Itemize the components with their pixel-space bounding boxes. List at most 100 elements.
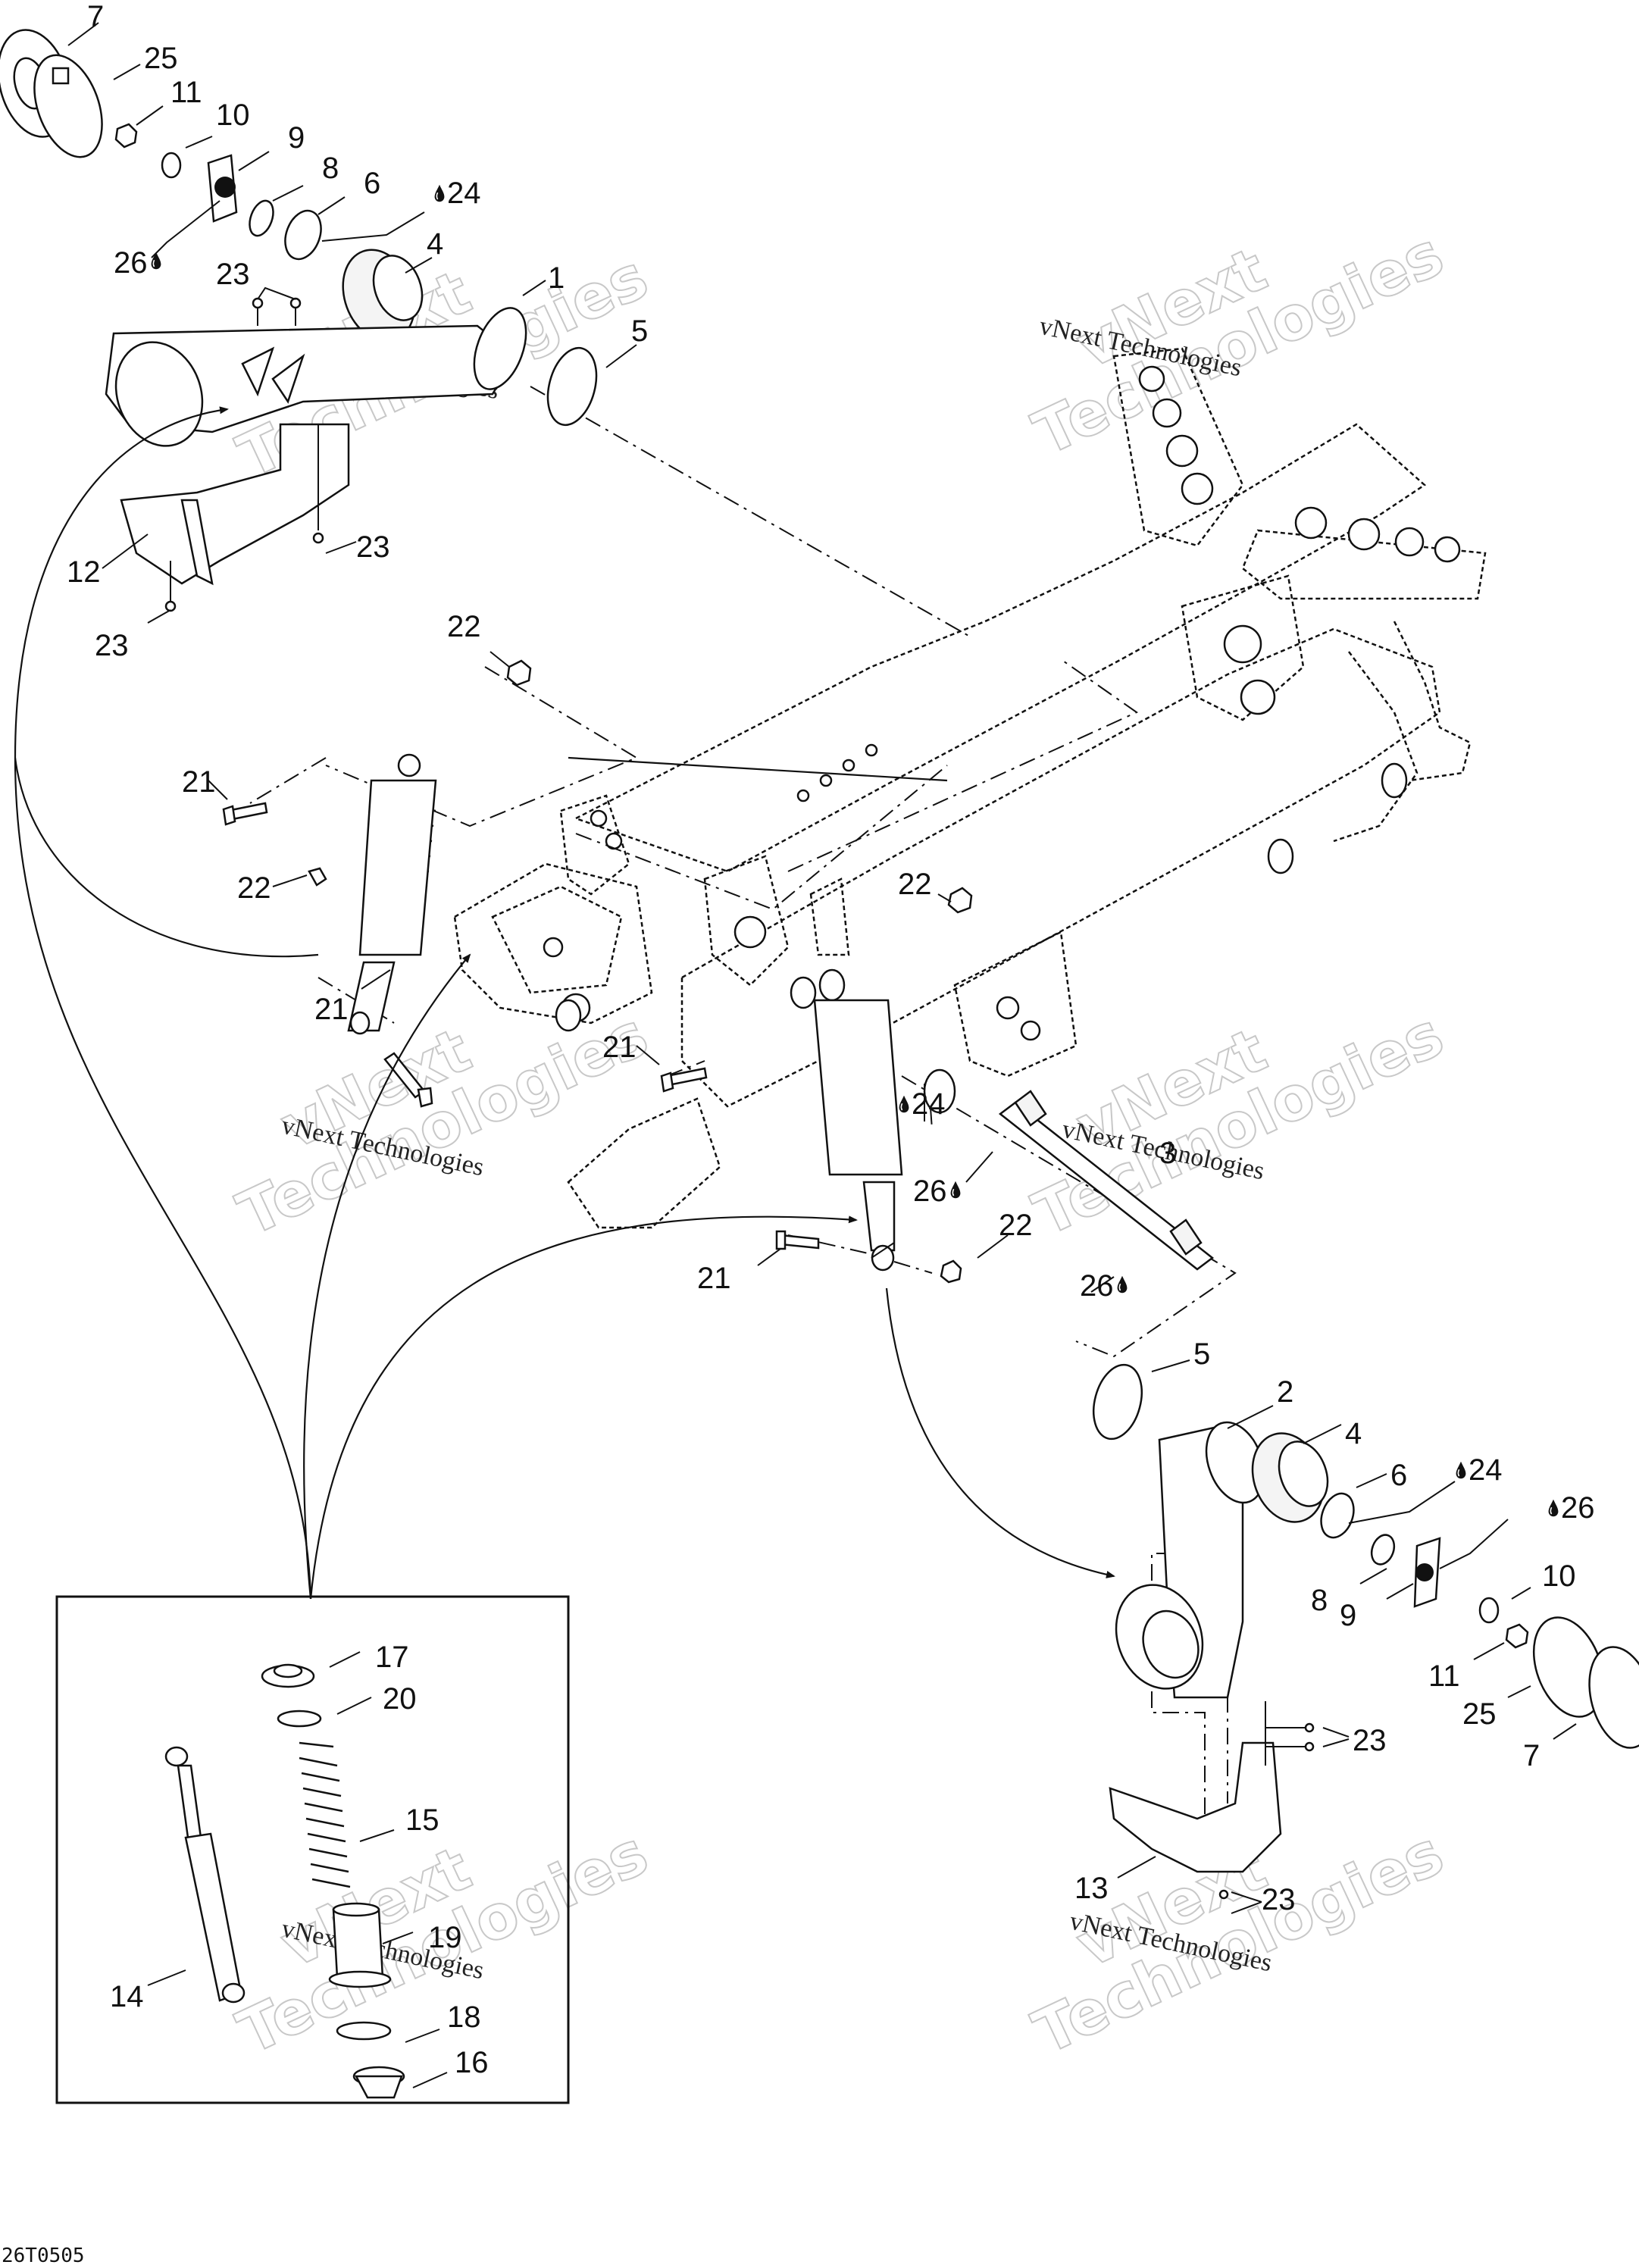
part-22-nut xyxy=(308,867,327,887)
part-5-circlip xyxy=(1093,1363,1143,1441)
part-23-screw xyxy=(312,532,324,544)
callout-17: 17 xyxy=(375,1641,409,1674)
frame-rivet xyxy=(842,759,855,772)
callout-5: 5 xyxy=(1193,1337,1210,1371)
callout-4: 4 xyxy=(427,227,443,261)
callout-25: 25 xyxy=(1462,1697,1497,1731)
callout-21: 21 xyxy=(602,1031,637,1064)
callout-9: 9 xyxy=(288,121,305,155)
part-3-shaft-spline xyxy=(1014,1090,1047,1127)
part-10-washer xyxy=(161,152,182,179)
part-5-circlip xyxy=(546,346,598,427)
frame-bushing xyxy=(1381,762,1408,799)
part-19-sleeve-flange xyxy=(328,1970,392,1988)
callout-10: 10 xyxy=(1542,1559,1576,1593)
part-23-screw xyxy=(252,297,264,309)
frame-hole xyxy=(1294,506,1328,540)
callout-15: 15 xyxy=(405,1803,439,1837)
callout-11: 11 xyxy=(170,76,202,109)
callout-23: 23 xyxy=(1262,1883,1296,1916)
part-20-retainer xyxy=(277,1710,322,1728)
callout-10: 10 xyxy=(216,99,250,132)
callout-26: 26 xyxy=(1080,1269,1114,1303)
callout-23: 23 xyxy=(356,530,390,564)
part-23-screw xyxy=(289,297,302,309)
part-16-seat-body xyxy=(354,2075,403,2099)
callout-21: 21 xyxy=(182,765,216,799)
callout-6: 6 xyxy=(364,167,380,200)
shock-eye-top xyxy=(818,968,846,1002)
callout-labels: 7 25 11 10 9 8 6 24 26 4 1 23 5 12 23 23… xyxy=(67,0,1595,2079)
part-23-screw xyxy=(164,600,177,612)
frame-hole xyxy=(1394,527,1425,557)
part-7-hub xyxy=(1588,1646,1639,1749)
callout-8: 8 xyxy=(322,152,339,185)
drop-icon xyxy=(1455,1461,1467,1479)
drop-icon xyxy=(1116,1275,1128,1294)
part-14-eye-bottom xyxy=(221,1982,246,2004)
left-drive-assembly xyxy=(0,29,598,687)
frame-bushing xyxy=(790,976,817,1009)
part-4-bearing-race xyxy=(1278,1441,1329,1507)
callout-26: 26 xyxy=(913,1175,947,1208)
part-22-nut xyxy=(947,887,973,914)
callout-25: 25 xyxy=(144,42,178,75)
shock-left-body xyxy=(358,779,437,956)
shock-center-body xyxy=(813,999,903,1176)
drop-icon xyxy=(433,184,446,202)
callout-6: 6 xyxy=(1390,1459,1407,1492)
part-21-bolt xyxy=(779,1234,820,1250)
callout-7: 7 xyxy=(1523,1739,1540,1772)
part-1-bracket xyxy=(241,346,275,397)
callout-19: 19 xyxy=(428,1921,462,1954)
shock-eye-top xyxy=(397,753,421,777)
callout-24: 24 xyxy=(447,177,481,210)
callout-23: 23 xyxy=(95,629,129,662)
callout-9: 9 xyxy=(1340,1599,1356,1632)
callout-22: 22 xyxy=(999,1209,1033,1242)
right-drive-assembly xyxy=(1093,1363,1639,1900)
part-1-bracket-2 xyxy=(271,353,305,404)
leader-lines xyxy=(67,22,1577,2088)
frame-hole xyxy=(1020,1020,1041,1041)
frame-hole xyxy=(1347,518,1381,551)
frame-bushing xyxy=(555,999,582,1032)
callout-22: 22 xyxy=(237,871,271,905)
frame-hole xyxy=(1165,434,1199,468)
part-13-guard xyxy=(1109,1741,1282,1873)
callout-18: 18 xyxy=(447,2001,481,2034)
frame-hole xyxy=(590,809,608,827)
frame-hole xyxy=(1138,365,1165,393)
drop-icon xyxy=(150,252,162,270)
frame-rivet xyxy=(819,774,833,787)
part-3-shaft xyxy=(998,1101,1215,1271)
part-22-nut xyxy=(940,1259,962,1284)
callout-21: 21 xyxy=(697,1262,731,1295)
part-25-clamp xyxy=(33,54,103,158)
callout-26: 26 xyxy=(114,246,148,280)
callout-13: 13 xyxy=(1074,1872,1109,1905)
part-8-ring xyxy=(1370,1534,1396,1566)
frame-rivet xyxy=(796,789,810,802)
part-3-shaft-spline xyxy=(1169,1218,1203,1256)
callout-12: 12 xyxy=(67,555,101,589)
frame-hole xyxy=(1240,679,1276,715)
part-23-screw xyxy=(1304,1722,1315,1733)
part-17-seat-inner xyxy=(273,1663,303,1678)
part-22-nut xyxy=(506,659,532,687)
frame-hole xyxy=(1434,536,1461,563)
callout-4: 4 xyxy=(1345,1417,1362,1450)
callout-23: 23 xyxy=(1353,1724,1387,1757)
drop-icon xyxy=(949,1181,962,1199)
part-23-screw xyxy=(1218,1889,1229,1900)
callout-24: 24 xyxy=(912,1087,946,1121)
drop-icon xyxy=(898,1095,910,1113)
part-18-washer xyxy=(336,2021,392,2041)
frame-hole xyxy=(1152,398,1182,428)
part-9-center xyxy=(1415,1563,1434,1581)
callout-26: 26 xyxy=(1561,1491,1595,1525)
part-2-tube-inner xyxy=(1142,1609,1200,1679)
inset-frame xyxy=(55,1595,570,2104)
callout-5: 5 xyxy=(631,314,648,348)
